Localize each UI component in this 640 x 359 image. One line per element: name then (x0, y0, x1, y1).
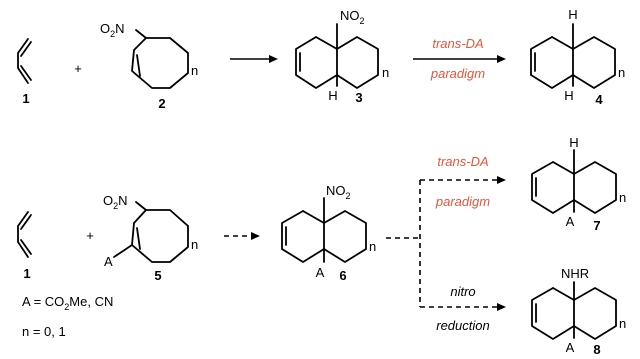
compound-1-label-bottom: 1 (23, 266, 30, 281)
h-top-atom-4: H (568, 7, 577, 22)
no2-group-3: NO2 (340, 8, 365, 26)
a-substituent-5: A (104, 254, 113, 269)
a-substituent-8: A (566, 340, 575, 355)
condition-paradigm-top: paradigm (430, 66, 485, 81)
a-substituent-7: A (566, 214, 575, 229)
o2n-group-5: O2N (103, 193, 128, 211)
adduct-6 (281, 197, 367, 263)
nitrocycloalkene-5 (113, 201, 189, 263)
definition-a: A = CO2Me, CN (22, 294, 113, 312)
ring-size-n-7: n (619, 190, 626, 205)
compound-7-label: 7 (593, 218, 600, 233)
h-atom-7: H (569, 135, 578, 150)
ring-size-n-4: n (618, 65, 625, 80)
compound-5-label: 5 (154, 268, 161, 283)
ring-size-n-2: n (191, 63, 198, 78)
h-atom-3: H (328, 88, 337, 103)
compound-4-label: 4 (595, 92, 603, 107)
condition-reduction: reduction (436, 318, 489, 333)
ring-size-n-5: n (191, 237, 198, 252)
h-bottom-atom-4: H (564, 88, 573, 103)
ring-size-n-3: n (382, 65, 389, 80)
o2n-group-2: O2N (100, 21, 125, 39)
arrow-3-to-4 (413, 55, 506, 63)
nitrocycloalkene-2 (131, 29, 189, 89)
ring-size-n-8: n (619, 316, 626, 331)
arrow-2-to-3 (230, 55, 278, 63)
compound-3-label: 3 (355, 90, 362, 105)
amine-8 (531, 281, 617, 340)
dashed-arrow-5-to-6 (224, 232, 260, 240)
a-substituent-6: A (316, 265, 325, 280)
butadiene-1-bottom (17, 211, 32, 258)
decalin-4 (530, 23, 616, 89)
condition-paradigm-bottom: paradigm (435, 194, 490, 209)
compound-8-label: 8 (593, 342, 600, 357)
plus-sign-top: + (74, 61, 82, 76)
compound-2-label: 2 (158, 96, 165, 111)
nhr-group-8: NHR (561, 266, 589, 281)
adduct-3 (295, 23, 379, 89)
condition-nitro: nitro (450, 284, 475, 299)
compound-1-label-top: 1 (22, 91, 29, 106)
ring-size-n-6: n (369, 239, 376, 254)
dashed-branch-arrows (386, 176, 506, 311)
condition-trans-da-bottom: trans-DA (437, 154, 488, 169)
no2-group-6: NO2 (326, 183, 351, 201)
condition-trans-da-top: trans-DA (432, 36, 483, 51)
definition-n: n = 0, 1 (22, 324, 66, 339)
butadiene-1-top (17, 38, 32, 84)
plus-sign-bottom: + (86, 228, 94, 243)
compound-6-label: 6 (339, 268, 346, 283)
decalin-7 (531, 149, 617, 214)
